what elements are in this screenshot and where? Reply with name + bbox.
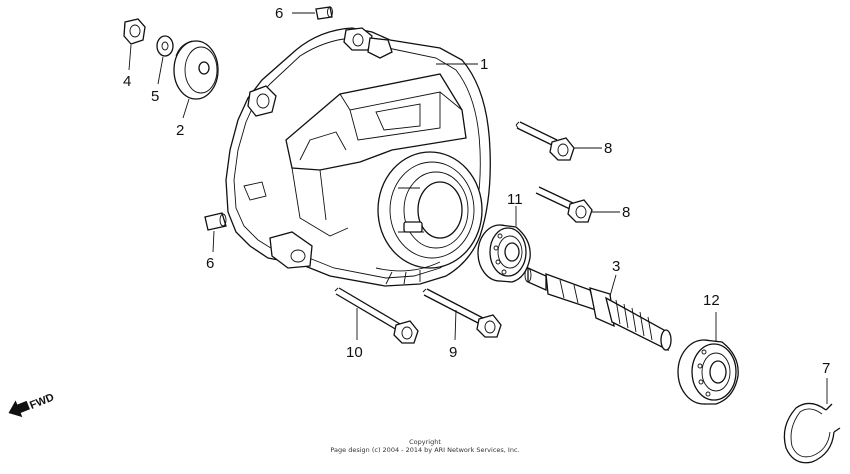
callout-9: 9 — [449, 344, 457, 361]
part-8-bolt-upper[interactable] — [515, 121, 575, 161]
part-11-bearing[interactable] — [477, 224, 531, 283]
callout-5: 5 — [151, 88, 159, 105]
callout-4: 4 — [123, 73, 131, 90]
callout-10: 10 — [346, 344, 363, 361]
callout-7: 7 — [822, 360, 830, 377]
part-12-bearing[interactable] — [677, 339, 739, 405]
callout-12: 12 — [703, 292, 720, 309]
part-1-housing[interactable] — [225, 27, 491, 287]
callout-6-left: 6 — [206, 255, 214, 272]
callout-8-lower: 8 — [622, 204, 630, 221]
callout-11: 11 — [507, 191, 523, 208]
callout-1: 1 — [480, 56, 488, 73]
part-6-dowel-left[interactable] — [204, 212, 227, 231]
part-6-dowel-top[interactable] — [315, 6, 333, 20]
callout-2: 2 — [176, 122, 184, 139]
arrow-left-icon — [8, 400, 30, 418]
part-8-bolt-lower[interactable] — [535, 186, 593, 223]
part-3-shaft[interactable] — [524, 266, 672, 352]
part-4-nut[interactable] — [123, 18, 146, 45]
callout-6-top: 6 — [275, 5, 283, 22]
part-5-washer[interactable] — [156, 35, 174, 57]
part-2-seal[interactable] — [173, 40, 219, 100]
part-10-bolt[interactable] — [334, 287, 419, 344]
callout-3: 3 — [612, 258, 620, 275]
fwd-label: FWD — [28, 391, 56, 412]
part-9-bolt[interactable] — [422, 288, 502, 338]
fwd-indicator: FWD — [8, 391, 56, 418]
page-design-credit: Page design (c) 2004 - 2014 by ARI Netwo… — [330, 446, 520, 454]
part-7-circlip[interactable] — [783, 402, 841, 464]
callout-8-upper: 8 — [604, 140, 612, 157]
copyright-line: Copyright — [409, 438, 441, 446]
